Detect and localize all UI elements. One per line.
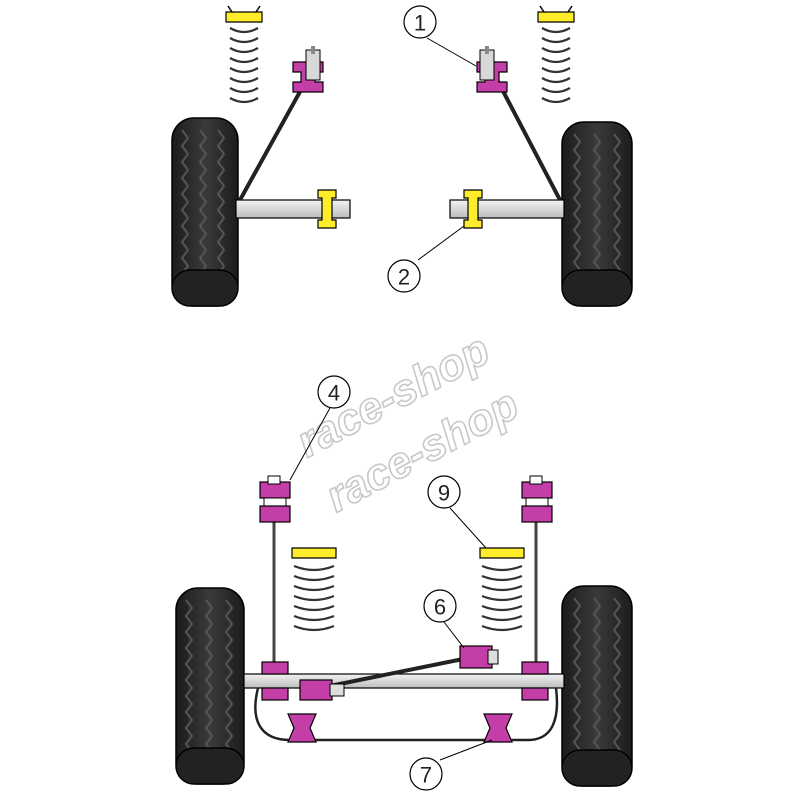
front-right-tie-rod-bush: [476, 46, 508, 93]
callout-4: 4: [289, 375, 351, 481]
rear-suspension: [175, 475, 633, 787]
front-right-control-arm: [449, 199, 565, 219]
front-left-tie-rod-bush: [292, 46, 324, 93]
callout-1: 1: [403, 5, 477, 67]
callout-9: 9: [427, 475, 487, 549]
front-suspension: [171, 5, 633, 307]
race-shop-watermark: race-shop race-shop: [288, 324, 527, 522]
front-right-arm-bush: [463, 189, 483, 229]
anti-roll-bar-right-bush: [483, 713, 513, 743]
rear-left-spring: [291, 547, 337, 632]
rear-left-tire: [175, 587, 245, 785]
callout-9-label: 9: [438, 481, 450, 506]
front-right-spring: [537, 5, 575, 104]
panhard-rod-right-bush: [459, 645, 499, 669]
rear-axle-beam: [243, 673, 565, 689]
callout-7-label: 7: [420, 763, 432, 788]
anti-roll-bar-left-bush: [287, 713, 317, 743]
rear-left-damper-bottom-bush: [261, 661, 289, 701]
front-left-tire: [171, 117, 239, 307]
rear-right-tire: [561, 585, 633, 787]
rear-right-spring: [479, 547, 525, 632]
front-left-control-arm: [235, 199, 351, 219]
callout-2: 2: [387, 225, 465, 293]
front-left-arm-bush: [317, 189, 337, 229]
panhard-rod-left-bush: [299, 679, 345, 701]
front-right-tire: [561, 121, 633, 307]
callout-1-label: 1: [414, 11, 426, 36]
rear-right-damper-top-bush: [521, 475, 553, 523]
front-left-spring: [225, 5, 263, 104]
callout-6-label: 6: [434, 595, 446, 620]
rear-left-damper-top-bush: [259, 475, 291, 523]
callout-4-label: 4: [328, 381, 340, 406]
callout-2-label: 2: [398, 265, 410, 290]
rear-right-damper-bottom-bush: [521, 661, 549, 701]
callout-6: 6: [423, 589, 465, 649]
callouts: 1 2 4 9 6 7: [289, 5, 493, 791]
callout-7: 7: [409, 739, 493, 791]
